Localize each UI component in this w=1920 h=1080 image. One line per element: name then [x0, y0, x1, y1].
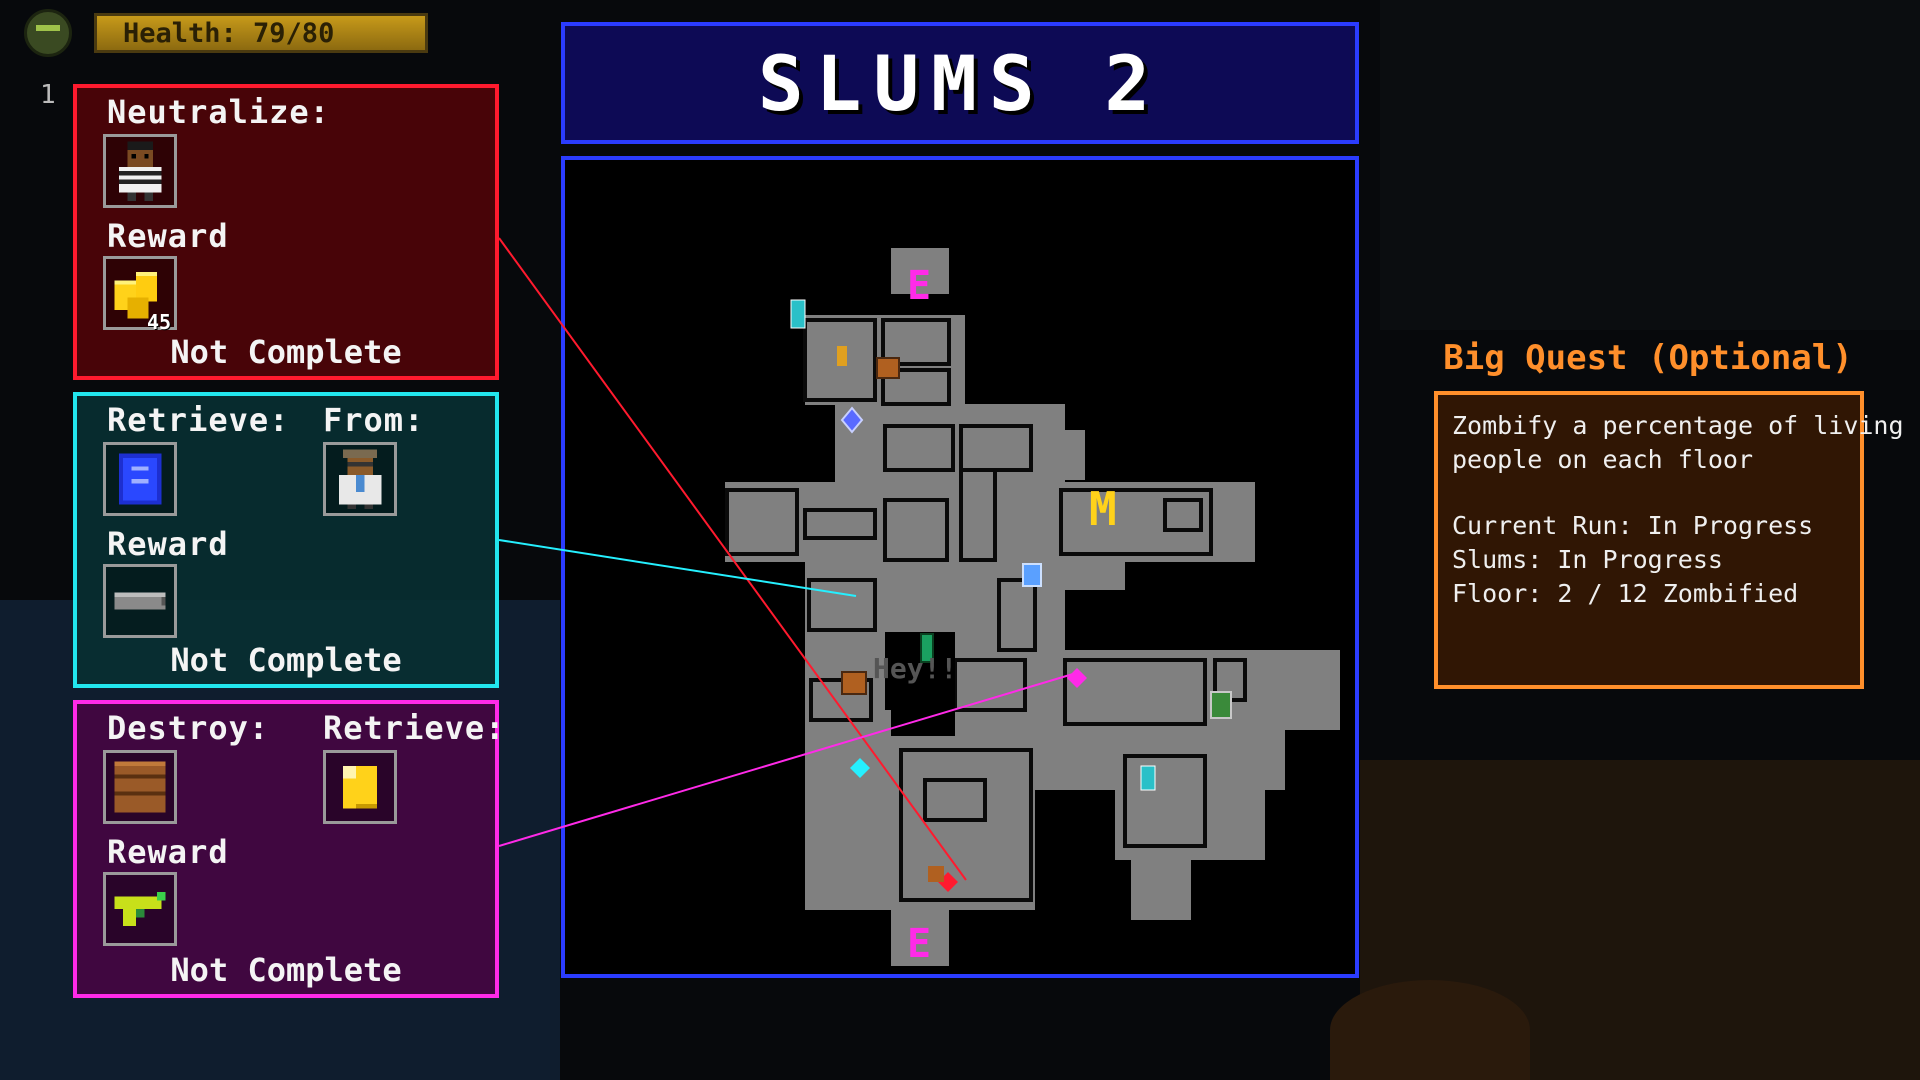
water-pistol-icon — [103, 872, 177, 946]
side-number: 1 — [40, 80, 56, 110]
chest-icon — [876, 357, 900, 379]
yellow-note-icon — [323, 750, 397, 824]
blue-box-icon — [1022, 563, 1042, 587]
reward-label: Reward — [107, 525, 229, 563]
big-quest-description-line: Zombify a percentage of living — [1452, 411, 1904, 440]
quest-panel-destroy[interactable]: Destroy: Retrieve: Reward Not Complete — [73, 700, 504, 998]
quest-panel-retrieve[interactable]: Retrieve: From: Reward Not Complete — [73, 392, 499, 688]
quest-panel-neutralize[interactable]: Neutralize: Reward 45 Not Complete — [73, 84, 499, 380]
chest-icon-lower — [841, 671, 867, 695]
exit-marker-top: E — [907, 263, 932, 309]
exit-marker-bottom: E — [907, 921, 932, 967]
health-text: Health: 79/80 — [123, 17, 335, 49]
money-bags-icon — [103, 256, 177, 330]
source-label: From: — [323, 401, 425, 439]
reward-label: Reward — [107, 833, 229, 871]
big-quest-title: Big Quest (Optional) — [1443, 338, 1853, 378]
cyan-terminal-icon — [790, 299, 806, 329]
merchant-marker: M — [1089, 482, 1117, 536]
vending-machine-icon — [1210, 691, 1232, 719]
floor-title: SLUMS 2 — [757, 38, 1163, 128]
quest-status: Not Complete — [170, 641, 402, 679]
map-layout — [725, 248, 1340, 966]
objective-label: Destroy: — [107, 709, 270, 747]
reward-amount: 45 — [147, 310, 172, 334]
scientist-icon — [323, 442, 397, 516]
floor-map[interactable]: E E M Hey!! — [561, 156, 1359, 978]
quest-status: Not Complete — [170, 333, 402, 371]
health-bar: Health: 79/80 — [94, 13, 428, 53]
striped-prisoner-icon — [103, 134, 177, 208]
reward-label: Reward — [107, 217, 229, 255]
objective-label: Neutralize: — [107, 93, 330, 131]
crate-near-marker-icon — [928, 866, 944, 882]
npc-speech-text: Hey!! — [873, 652, 958, 685]
big-quest-status-line: Slums: In Progress — [1452, 545, 1723, 574]
player-head-icon — [24, 9, 72, 57]
big-quest-status-line: Current Run: In Progress — [1452, 511, 1814, 540]
big-quest-panel: Zombify a percentage of living people on… — [1434, 391, 1904, 689]
second-objective-label: Retrieve: — [323, 709, 506, 747]
bottle-icon — [837, 346, 847, 366]
quest-status: Not Complete — [170, 951, 402, 989]
big-quest-status-line: Floor: 2 / 12 Zombified — [1452, 579, 1799, 608]
health-hud: Health: 79/80 — [24, 9, 428, 57]
cyan-terminal-icon-lower — [1140, 765, 1156, 791]
gray-item-icon — [103, 564, 177, 638]
big-quest-description-line: people on each floor — [1452, 445, 1754, 474]
blue-keycard-icon — [103, 442, 177, 516]
wooden-crate-icon — [103, 750, 177, 824]
objective-label: Retrieve: — [107, 401, 290, 439]
floor-title-panel: SLUMS 2 — [561, 22, 1359, 144]
